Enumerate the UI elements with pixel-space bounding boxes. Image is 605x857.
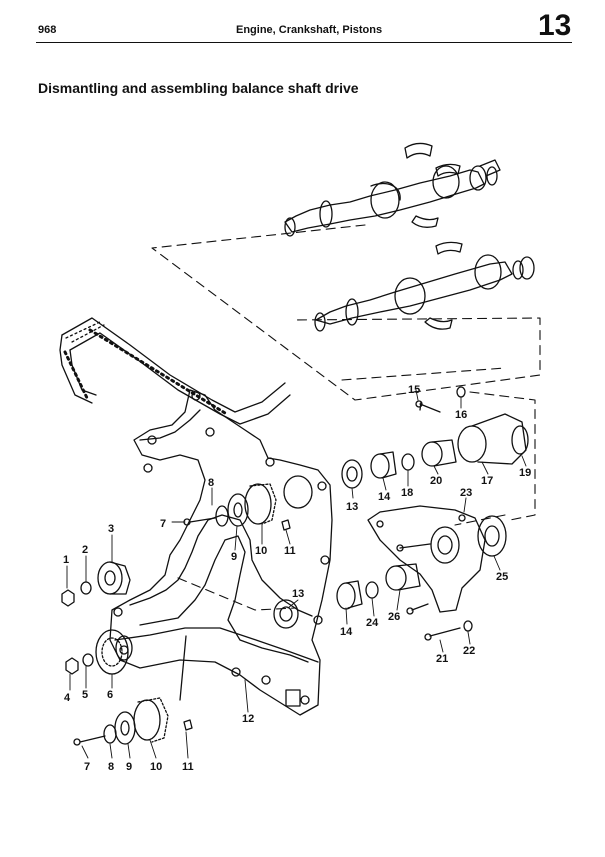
bearing-bracket [367,505,507,613]
callout-21: 21 [436,653,448,665]
lower-sprocket-assembly [73,697,193,746]
callout-15: 15 [408,384,420,396]
seal-and-bushing-parts [336,386,529,641]
callout-9-upper: 9 [231,551,237,563]
callout-9-lower: 9 [126,761,132,773]
crank-sprocket-assembly [65,629,133,675]
callout-10-lower: 10 [150,761,162,773]
callout-25: 25 [496,571,508,583]
page-number: 968 [38,24,57,36]
callout-18: 18 [401,487,413,499]
callout-13-lower: 13 [292,588,304,600]
callout-23: 23 [460,487,472,499]
tensioner-assembly [61,561,131,607]
callout-10-upper: 10 [255,545,267,557]
callout-19: 19 [519,467,531,479]
callout-14-upper: 14 [378,491,391,503]
lower-balance-shaft [314,241,535,332]
callout-11-upper: 11 [284,545,296,557]
callout-3: 3 [108,523,114,535]
upper-balance-shaft [284,142,501,237]
toothed-belt [59,317,291,425]
timing-belt-cover [109,389,333,716]
callout-1: 1 [63,554,69,566]
alignment-dashed-lines [151,224,541,611]
callout-labels: 1 2 3 4 5 6 7 8 9 10 11 12 13 13 14 14 1… [63,384,531,773]
callout-13-upper: 13 [346,501,358,513]
callout-24: 24 [366,617,379,629]
callout-4: 4 [64,692,71,704]
callout-8-upper: 8 [208,477,214,489]
upper-sprocket-assembly [183,483,291,531]
callout-6: 6 [107,689,113,701]
section-title: Engine, Crankshaft, Pistons [236,24,383,36]
callout-16: 16 [455,409,467,421]
leader-lines [66,389,527,759]
callout-11-lower: 11 [182,761,194,773]
callout-2: 2 [82,544,88,556]
callout-17: 17 [481,475,493,487]
callout-5: 5 [82,689,88,701]
chapter-number: 13 [538,9,572,42]
callout-14-lower: 14 [340,626,353,638]
callout-20: 20 [430,475,442,487]
callout-26: 26 [388,611,400,623]
callout-7-lower: 7 [84,761,90,773]
callout-7-upper: 7 [160,518,166,530]
callout-8-lower: 8 [108,761,114,773]
callout-22: 22 [463,645,475,657]
page-title: Dismantling and assembling balance shaft… [38,80,359,96]
callout-12: 12 [242,713,254,725]
header-rule [36,42,572,43]
